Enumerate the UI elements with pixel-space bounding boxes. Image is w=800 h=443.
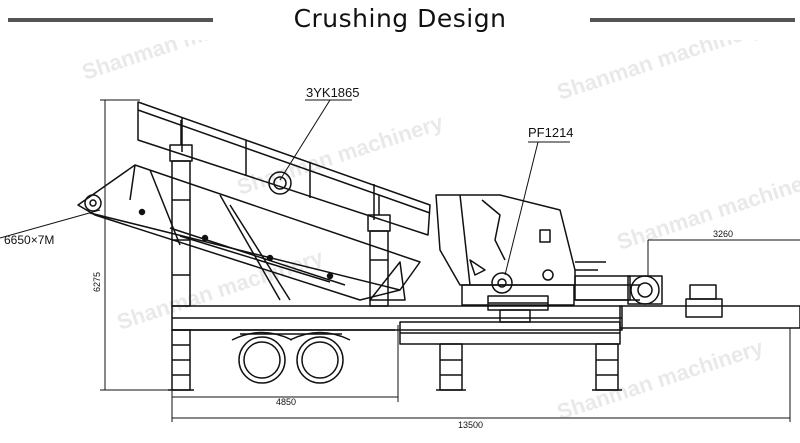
width-dimension-label: 3260: [713, 229, 733, 239]
vibrating-screen: [137, 101, 431, 307]
overall-length-label: 13500: [458, 420, 483, 430]
control-cabinet: [685, 284, 723, 318]
watermark: Shanman machinery: [554, 334, 767, 425]
crusher-model-label: PF1214: [528, 125, 574, 140]
page-title: Crushing Design: [293, 4, 507, 33]
crushing-plant-drawing: Shanman machinery Shanman machinery Shan…: [0, 40, 800, 430]
watermark: Shanman machinery: [79, 40, 292, 85]
header-rule-left: [8, 18, 213, 22]
watermark: Shanman machinery: [114, 244, 327, 335]
screen-model-label: 3YK1865: [306, 85, 360, 100]
watermark: Shanman machinery: [614, 164, 800, 255]
feeder-model-label: 6650×7M: [4, 233, 54, 247]
height-dimension-label: 6275: [92, 272, 102, 292]
header-rule-right: [590, 18, 795, 22]
vibrating-feeder: [77, 164, 421, 301]
header: Crushing Design: [0, 0, 800, 40]
watermark: Shanman machinery: [554, 40, 767, 105]
wheels: [231, 331, 351, 384]
axle-dimension-label: 4850: [276, 397, 296, 407]
impact-crusher: [435, 194, 640, 323]
dimension-lines: [0, 99, 800, 422]
motor: [627, 275, 663, 305]
